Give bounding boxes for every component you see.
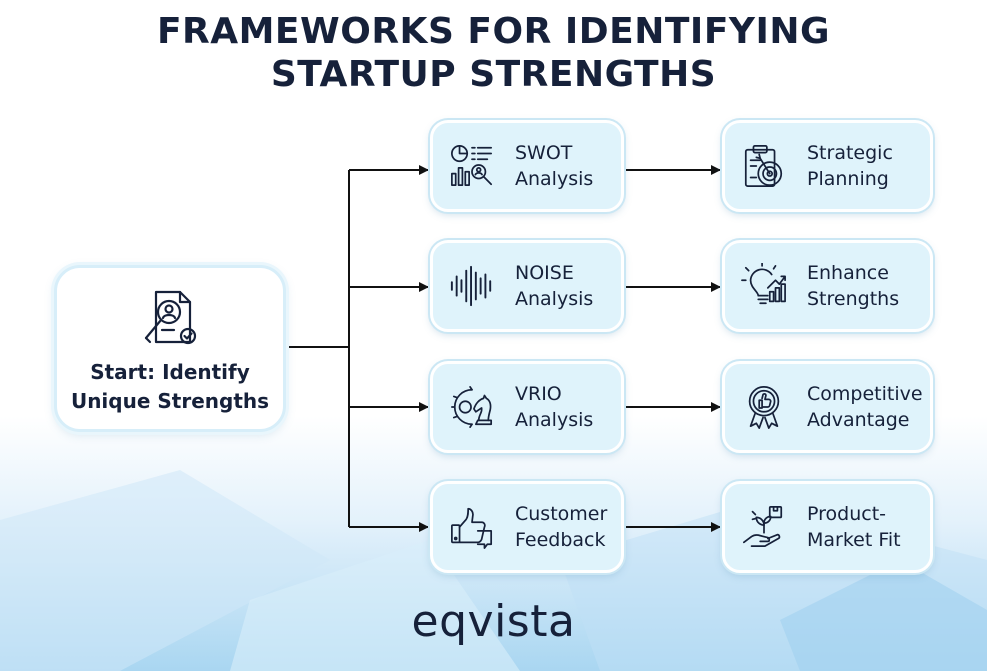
- start-node: Start: Identify Unique Strengths: [54, 265, 286, 432]
- swot-analysis-label: SWOT Analysis: [515, 140, 593, 192]
- competitive-advantage-line-2: Advantage: [807, 409, 910, 431]
- eqvista-logo: eqvista: [411, 596, 576, 647]
- vrio-analysis-label: VRIO Analysis: [515, 381, 593, 433]
- sound-wave-icon: [450, 265, 492, 307]
- chart-analysis-icon: [451, 145, 493, 187]
- customer-feedback-label: Customer Feedback: [515, 501, 607, 553]
- document-search-icon: [144, 290, 197, 345]
- noise-analysis-label: NOISE Analysis: [515, 260, 593, 312]
- strategic-planning-line-1: Strategic: [807, 142, 893, 164]
- competitive-advantage-node: Competitive Advantage: [722, 361, 933, 453]
- strategic-planning-label: Strategic Planning: [807, 140, 893, 192]
- customer-feedback-node: Customer Feedback: [430, 481, 624, 573]
- thumbs-up-icon: [451, 507, 493, 549]
- customer-feedback-line-1: Customer: [515, 503, 608, 525]
- enhance-strengths-label: Enhance Strengths: [807, 260, 899, 312]
- strategic-planning-line-2: Planning: [807, 168, 889, 190]
- clipboard-target-icon: [744, 145, 783, 187]
- vrio-analysis-node: VRIO Analysis: [430, 361, 624, 453]
- hand-plant-icon: [743, 506, 783, 548]
- product-market-fit-node: Product- Market Fit: [722, 481, 933, 573]
- product-market-fit-line-2: Market Fit: [807, 529, 901, 551]
- vrio-line-1: VRIO: [515, 383, 562, 405]
- customer-feedback-line-2: Feedback: [515, 529, 606, 551]
- enhance-strengths-line-1: Enhance: [807, 262, 889, 284]
- product-market-fit-line-1: Product-: [807, 503, 886, 525]
- enhance-strengths-line-2: Strengths: [807, 288, 900, 310]
- title-line-1: FRAMEWORKS FOR IDENTIFYING: [156, 11, 831, 52]
- title-line-2: STARTUP STRENGTHS: [270, 54, 717, 95]
- award-badge-icon: [748, 386, 780, 429]
- competitive-advantage-label: Competitive Advantage: [807, 381, 923, 433]
- swot-line-2: Analysis: [515, 168, 594, 190]
- start-line-1: Start: Identify: [90, 360, 250, 384]
- competitive-advantage-line-1: Competitive: [807, 383, 923, 405]
- vrio-line-2: Analysis: [515, 409, 594, 431]
- lightbulb-growth-icon: [741, 263, 786, 305]
- start-node-label: Start: Identify Unique Strengths: [57, 358, 283, 416]
- noise-analysis-node: NOISE Analysis: [430, 240, 624, 332]
- noise-line-2: Analysis: [515, 288, 594, 310]
- strategic-planning-node: Strategic Planning: [722, 120, 933, 212]
- swot-line-1: SWOT: [515, 142, 573, 164]
- start-line-2: Unique Strengths: [70, 389, 270, 413]
- noise-line-1: NOISE: [515, 262, 574, 284]
- swot-analysis-node: SWOT Analysis: [430, 120, 624, 212]
- product-market-fit-label: Product- Market Fit: [807, 501, 901, 553]
- page-title: FRAMEWORKS FOR IDENTIFYING STARTUP STREN…: [0, 10, 987, 96]
- enhance-strengths-node: Enhance Strengths: [722, 240, 933, 332]
- chess-knight-gear-icon: [451, 386, 493, 428]
